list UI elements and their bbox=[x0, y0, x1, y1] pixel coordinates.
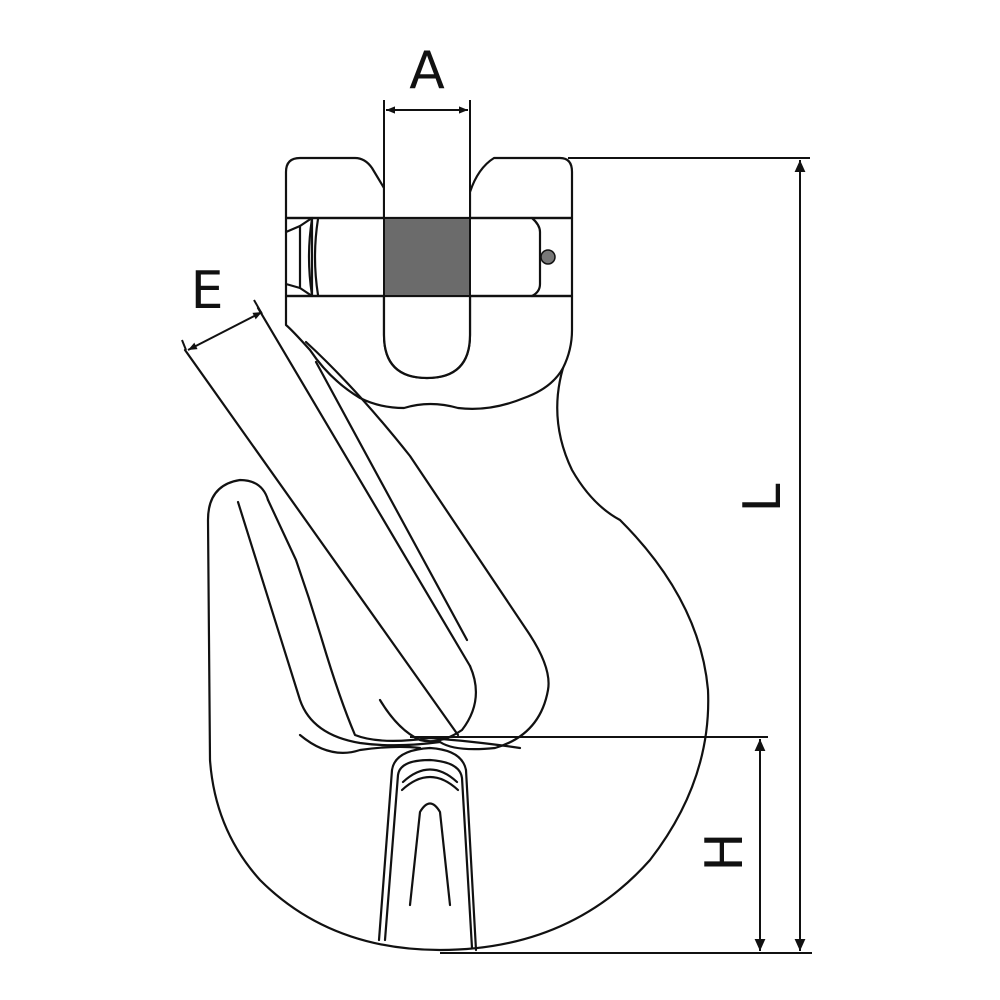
dimension-H: H bbox=[410, 736, 768, 951]
clevis-head bbox=[284, 100, 574, 410]
dimension-L: L bbox=[440, 157, 812, 954]
locking-pin bbox=[284, 216, 574, 298]
hook-tongue-outer bbox=[266, 498, 522, 750]
retaining-ball bbox=[540, 249, 556, 265]
label-A: A bbox=[409, 41, 445, 101]
latch-insert-outer bbox=[377, 746, 478, 952]
hook-body bbox=[183, 306, 710, 952]
pin-insert bbox=[383, 217, 471, 297]
clevis-right-block bbox=[468, 156, 574, 220]
clevis-left-block bbox=[284, 156, 386, 220]
hook-outer-contour bbox=[206, 366, 710, 952]
label-L: L bbox=[733, 483, 793, 512]
dimension-A: A bbox=[386, 41, 468, 114]
label-H: H bbox=[695, 832, 755, 871]
label-E: E bbox=[191, 261, 224, 321]
dimension-E: E bbox=[181, 261, 263, 351]
latch-inner-spring bbox=[408, 802, 452, 907]
